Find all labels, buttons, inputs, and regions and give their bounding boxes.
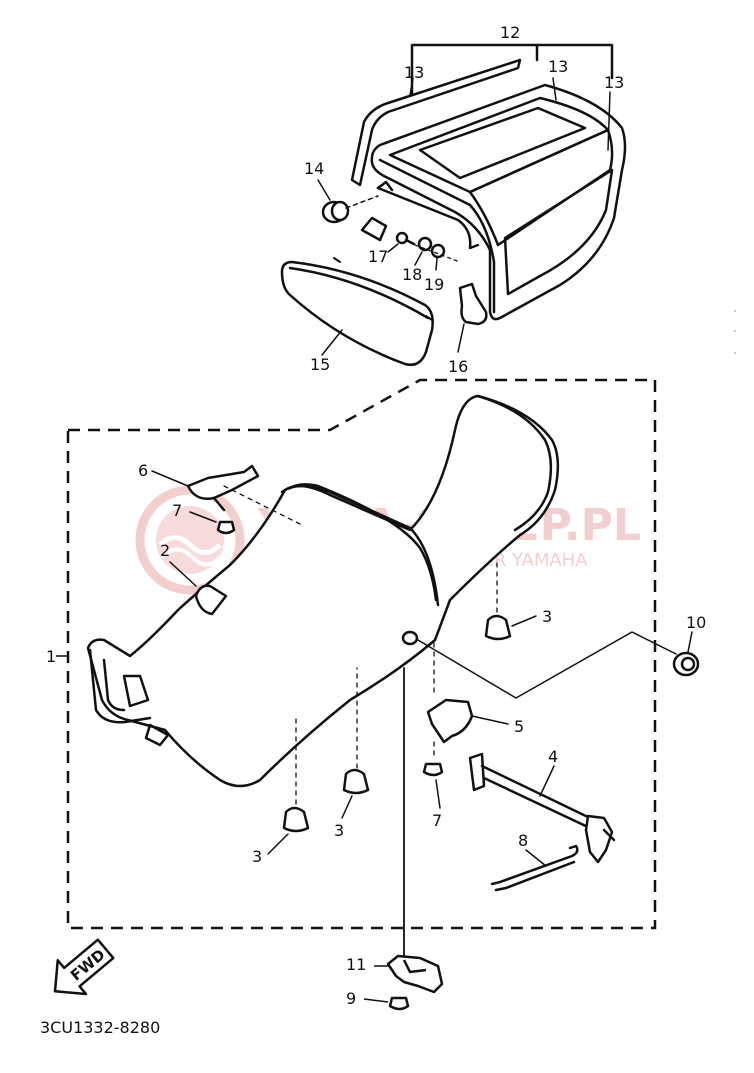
leader-10 — [417, 631, 677, 699]
callout-3a: 3 — [252, 847, 262, 866]
callout-2: 2 — [160, 541, 170, 560]
callout-13a: 13 — [404, 63, 424, 82]
seat-lock-hole — [401, 630, 419, 646]
callout-13b: 13 — [548, 57, 568, 76]
callout-7b: 7 — [432, 811, 442, 830]
plug-10-icon — [672, 651, 700, 677]
part-code: 3CU1332-8280 — [40, 1018, 160, 1037]
callout-17: 17 — [368, 247, 388, 266]
callout-3b: 3 — [334, 821, 344, 840]
cowl-pad — [418, 106, 587, 180]
seat-hook-2 — [194, 584, 228, 616]
tail-pad-15 — [280, 260, 434, 366]
callout-13c: 13 — [604, 73, 624, 92]
callout-14: 14 — [304, 159, 324, 178]
wire-8-icon — [490, 844, 579, 886]
washer-18-icon — [417, 236, 433, 252]
callout-18: 18 — [402, 265, 422, 284]
bolt-17-icon — [395, 231, 416, 246]
callout-1: 1 — [46, 647, 56, 666]
callout-10: 10 — [686, 613, 706, 632]
grommet-14-icon — [321, 200, 350, 224]
callout-12: 12 — [500, 23, 520, 42]
callout-bracket-12 — [410, 43, 614, 97]
seat-front-lip — [88, 648, 152, 724]
leader-17 — [387, 243, 399, 253]
callout-6: 6 — [138, 461, 148, 480]
trim-strip-left — [350, 58, 522, 187]
cowl-bracket-icon — [360, 216, 388, 242]
callout-15: 15 — [310, 355, 330, 374]
seat-cowl — [370, 83, 627, 321]
lock-bracket-11-icon — [386, 954, 444, 994]
leader-18 — [414, 251, 423, 266]
callout-7a: 7 — [172, 501, 182, 520]
damper-3a-icon — [282, 806, 310, 833]
leader-3b — [341, 795, 353, 819]
leader-6 — [151, 470, 189, 487]
damper-3c-icon — [484, 614, 512, 641]
leader-14 — [317, 179, 331, 201]
callout-16: 16 — [448, 357, 468, 376]
callout-8: 8 — [518, 831, 528, 850]
fwd-arrow-icon: FWD — [53, 938, 115, 996]
leader-16 — [457, 323, 465, 353]
leader-8 — [525, 849, 547, 867]
cowl-trim-right — [503, 168, 614, 296]
callout-9: 9 — [346, 989, 356, 1008]
lock-bracket-assembly — [56, 655, 444, 1011]
leader-7a — [189, 511, 217, 523]
leader-4 — [539, 765, 555, 797]
callout-3c: 3 — [542, 607, 552, 626]
callout-5: 5 — [514, 717, 524, 736]
leader-5 — [471, 715, 509, 725]
nut-9-icon — [388, 996, 410, 1011]
bracket-16-icon — [458, 282, 488, 326]
leader-3a — [267, 833, 289, 855]
leader-13a — [409, 77, 414, 96]
nut-19-icon — [430, 243, 446, 259]
leader-9 — [363, 998, 389, 1003]
leader-15 — [321, 329, 343, 356]
bracket-5-icon — [426, 698, 474, 744]
leader-7b — [435, 779, 441, 809]
cowl-underside — [376, 186, 480, 250]
nut-7a-icon — [216, 520, 236, 535]
leader-13c — [607, 91, 611, 151]
callout-11: 11 — [346, 955, 366, 974]
callout-19: 19 — [424, 275, 444, 294]
leader-2 — [169, 561, 197, 587]
damper-3b-icon — [342, 768, 370, 795]
seat-outline — [86, 394, 560, 788]
cowl-side-inner — [378, 158, 496, 314]
callout-4: 4 — [548, 747, 558, 766]
assembly-boundary — [66, 378, 657, 930]
leader-3c — [511, 615, 537, 627]
seat-cowl-assembly — [280, 43, 627, 366]
bracket-6-icon — [186, 464, 260, 500]
leader-13b — [552, 77, 557, 101]
nut-7b-icon — [422, 762, 444, 777]
lock-rod-4-icon — [468, 752, 616, 864]
leader-19 — [435, 257, 438, 271]
main-seat — [86, 394, 700, 969]
